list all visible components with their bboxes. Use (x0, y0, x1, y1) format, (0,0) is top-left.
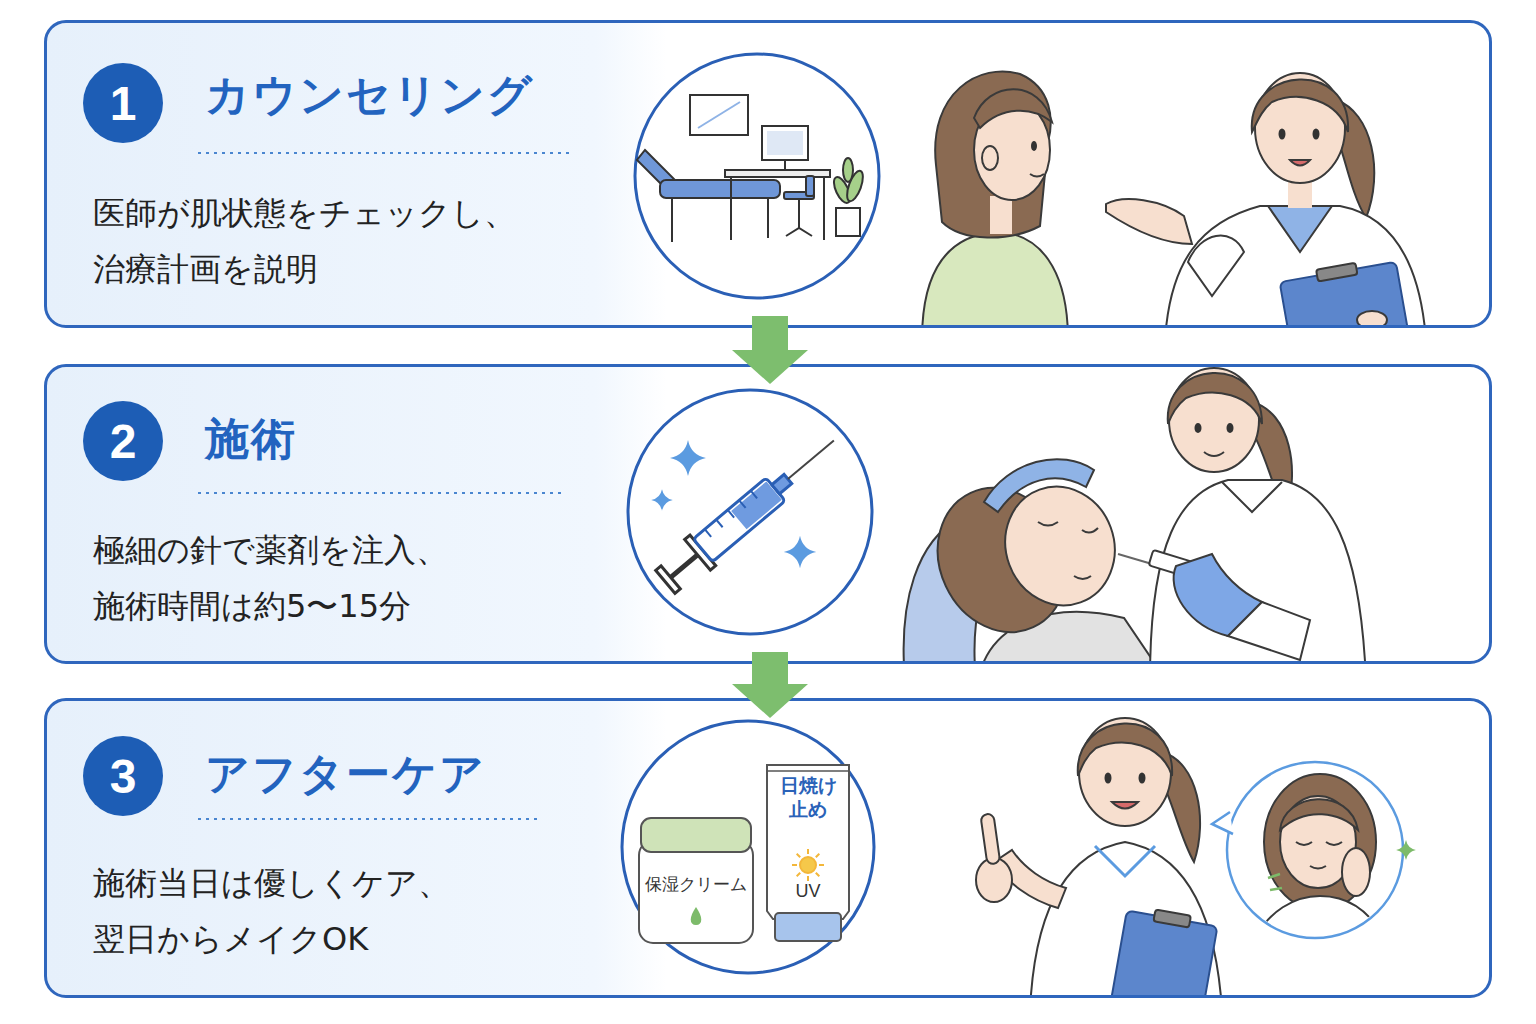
step-description: 施術当日は優しくケア、 翌日からメイクOK (93, 855, 463, 967)
jar-lid (641, 818, 751, 852)
step-panel: カウンセリング医師が肌状態をチェックし、 治療計画を説明 1 (44, 20, 1492, 328)
step-title: 施術 (205, 409, 297, 469)
step-title: カウンセリング (205, 65, 534, 125)
sun-symbol (792, 849, 824, 881)
cream-jar: 保湿クリーム (637, 815, 755, 947)
tube-crimp (767, 770, 849, 772)
step-number: 2 (110, 414, 137, 469)
product-label: UV (763, 881, 853, 902)
sunscreen-tube: 日焼け 止め UV (763, 761, 853, 943)
step-title: アフターケア (205, 744, 486, 804)
droplet-symbol (691, 907, 702, 925)
step-number-badge: 3 (83, 736, 163, 816)
product-label: 保湿クリーム (637, 873, 755, 896)
tube-cap (775, 913, 841, 941)
step-panel: 施術極細の針で薬剤を注入、 施術時間は約5〜15分 2 (44, 364, 1492, 664)
product-label: 日焼け 止め (777, 773, 839, 821)
step-number: 1 (110, 76, 137, 131)
step-number: 3 (110, 749, 137, 804)
step-description: 医師が肌状態をチェックし、 治療計画を説明 (93, 185, 533, 297)
step-number-badge: 1 (83, 63, 163, 143)
step-panel: アフターケア施術当日は優しくケア、 翌日からメイクOK3保湿クリーム日焼け 止め… (44, 698, 1492, 998)
step-description: 極細の針で薬剤を注入、 施術時間は約5〜15分 (93, 522, 463, 634)
step-number-badge: 2 (83, 401, 163, 481)
